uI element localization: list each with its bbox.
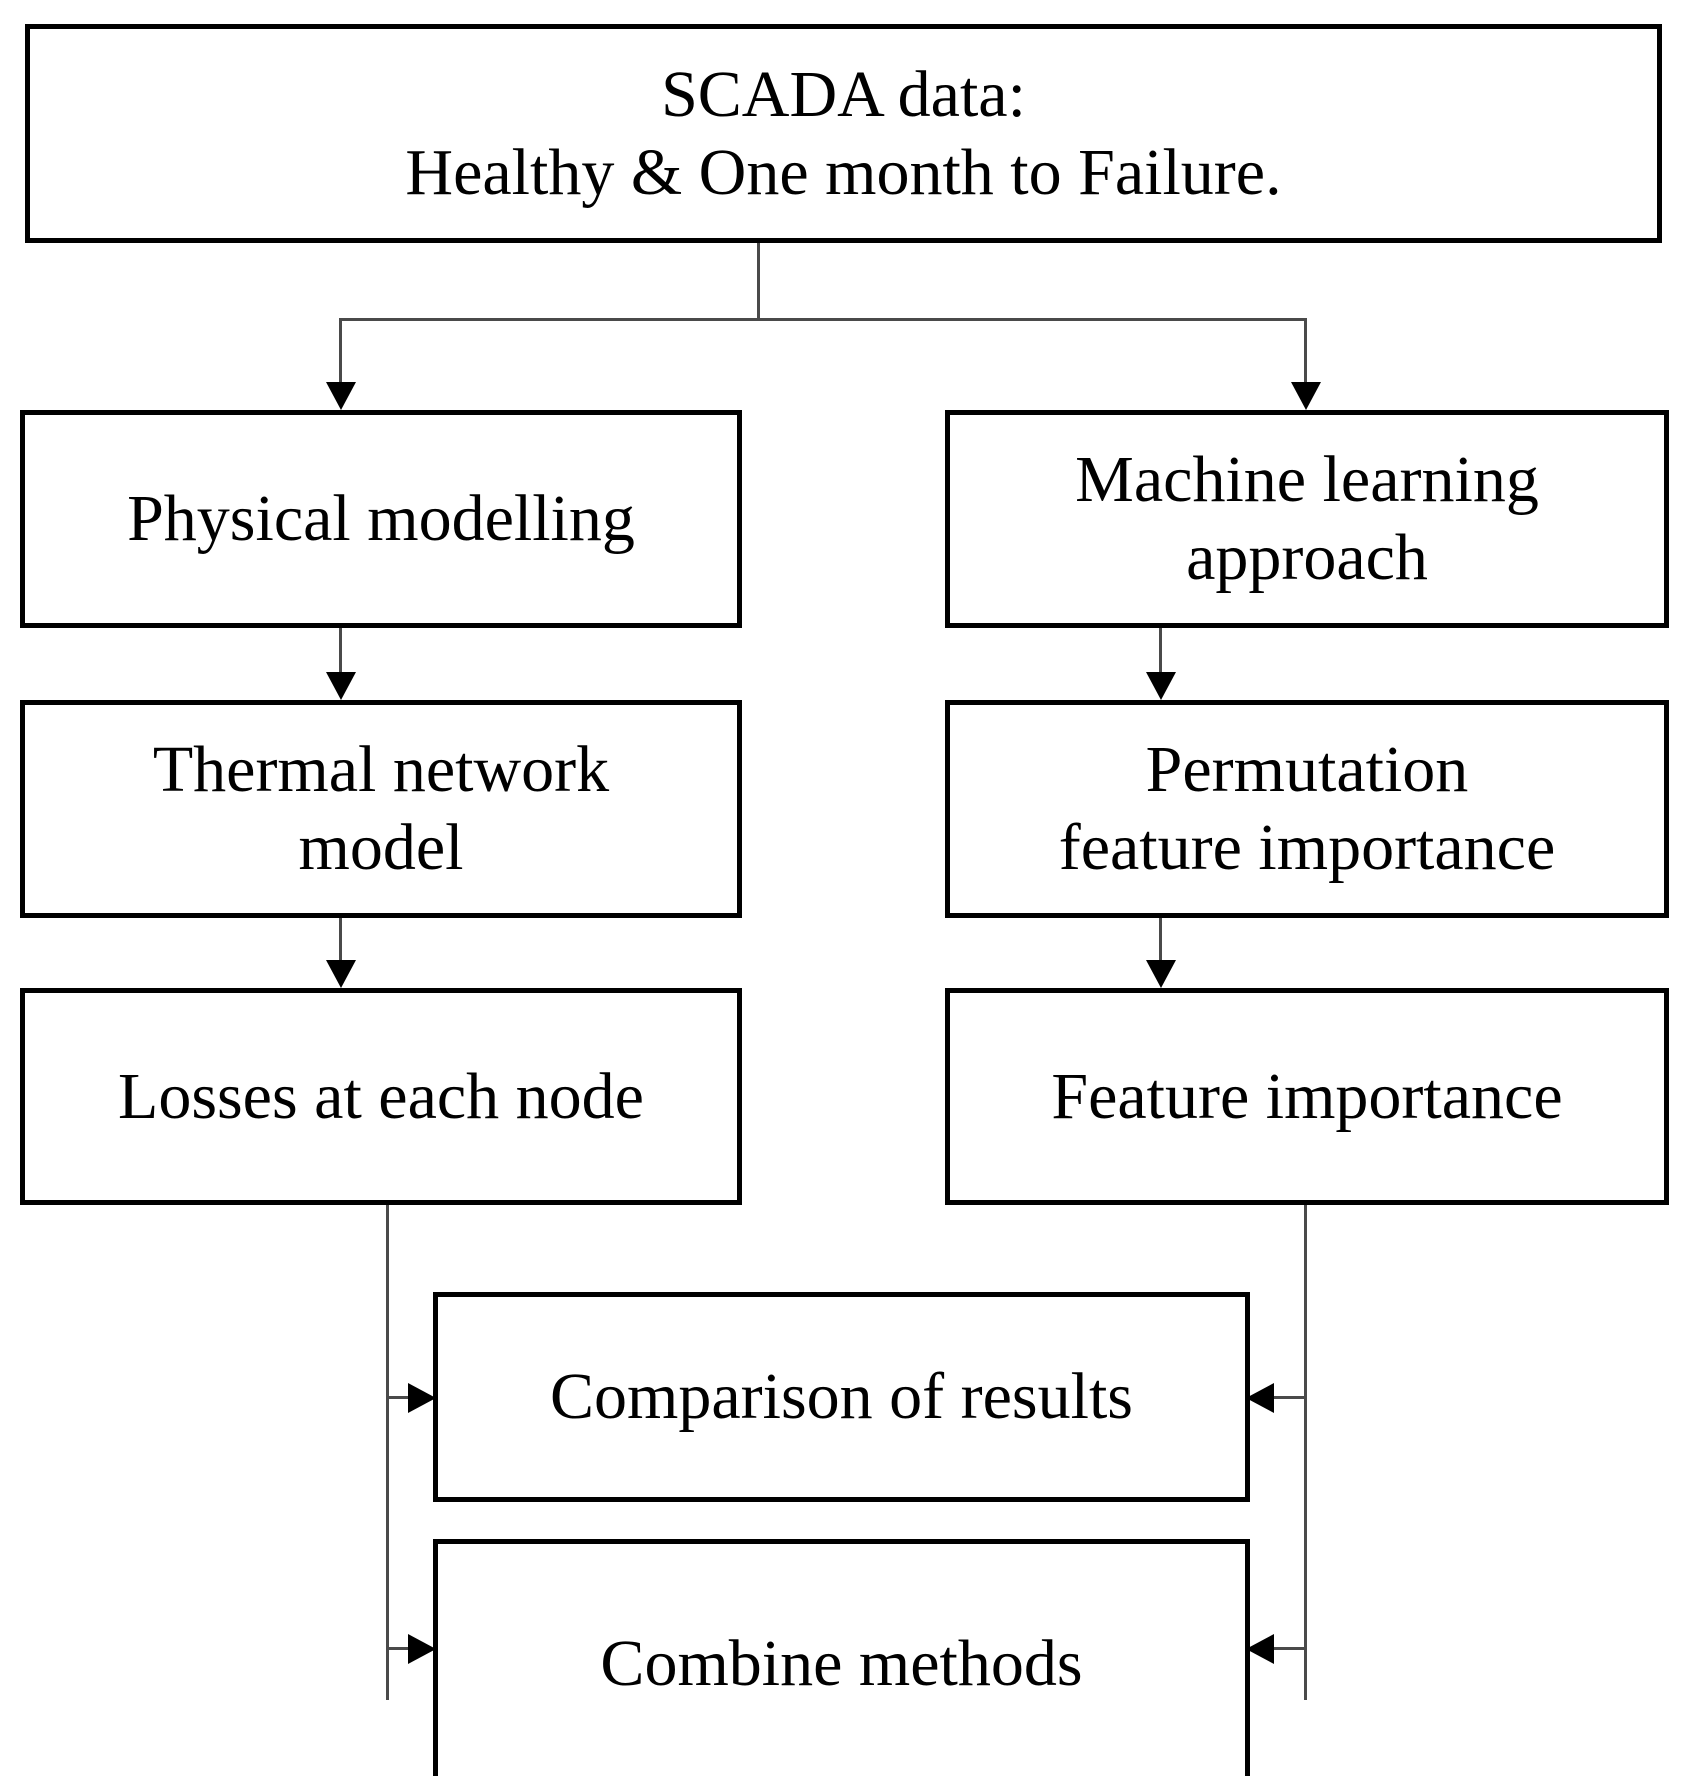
arrowhead-into-combine-left: [408, 1634, 436, 1664]
connector-losses-to-comparison: [386, 1396, 416, 1399]
node-permutation-feature-importance-label: Permutation feature importance: [1058, 733, 1556, 884]
connector-feature-to-combine: [1272, 1647, 1306, 1650]
connector-ml-permutation: [1159, 628, 1162, 674]
connector-physical-thermal: [339, 628, 342, 674]
node-feature-importance[interactable]: Feature importance: [945, 988, 1669, 1205]
node-feature-importance-label: Feature importance: [1051, 1059, 1563, 1133]
arrowhead-to-physical: [326, 382, 356, 410]
arrowhead-to-ml: [1291, 382, 1321, 410]
arrowhead-to-thermal: [326, 672, 356, 700]
node-scada-data-label: SCADA data: Healthy & One month to Failu…: [405, 57, 1282, 209]
node-scada-data[interactable]: SCADA data: Healthy & One month to Failu…: [25, 24, 1662, 243]
connector-permutation-feature: [1159, 918, 1162, 962]
node-combine-methods[interactable]: Combine methods: [433, 1539, 1250, 1776]
connector-losses-riser: [386, 1205, 389, 1700]
node-losses-at-each-node[interactable]: Losses at each node: [20, 988, 742, 1205]
connector-losses-to-combine: [386, 1647, 416, 1650]
node-thermal-network-model-label: Thermal network model: [152, 733, 610, 884]
connector-feature-to-comparison: [1272, 1396, 1306, 1399]
arrowhead-into-combine-right: [1246, 1634, 1274, 1664]
arrowhead-into-comparison-right: [1246, 1383, 1274, 1413]
node-physical-modelling-label: Physical modelling: [127, 482, 635, 556]
node-combine-methods-label: Combine methods: [600, 1627, 1083, 1701]
connector-split-bar: [340, 318, 1306, 321]
arrowhead-to-feature-importance: [1146, 960, 1176, 988]
connector-scada-trunk: [757, 243, 760, 320]
connector-branch-right: [1304, 318, 1307, 384]
connector-branch-left: [339, 318, 342, 384]
node-comparison-of-results[interactable]: Comparison of results: [433, 1292, 1250, 1502]
connector-thermal-losses: [339, 918, 342, 962]
node-thermal-network-model[interactable]: Thermal network model: [20, 700, 742, 918]
node-physical-modelling[interactable]: Physical modelling: [20, 410, 742, 628]
node-machine-learning-approach[interactable]: Machine learning approach: [945, 410, 1669, 628]
node-comparison-of-results-label: Comparison of results: [550, 1360, 1133, 1434]
arrowhead-to-losses: [326, 960, 356, 988]
node-permutation-feature-importance[interactable]: Permutation feature importance: [945, 700, 1669, 918]
connector-feature-riser: [1304, 1205, 1307, 1700]
arrowhead-to-permutation: [1146, 672, 1176, 700]
node-losses-at-each-node-label: Losses at each node: [118, 1059, 644, 1133]
arrowhead-into-comparison-left: [408, 1383, 436, 1413]
node-machine-learning-approach-label: Machine learning approach: [1075, 443, 1539, 594]
